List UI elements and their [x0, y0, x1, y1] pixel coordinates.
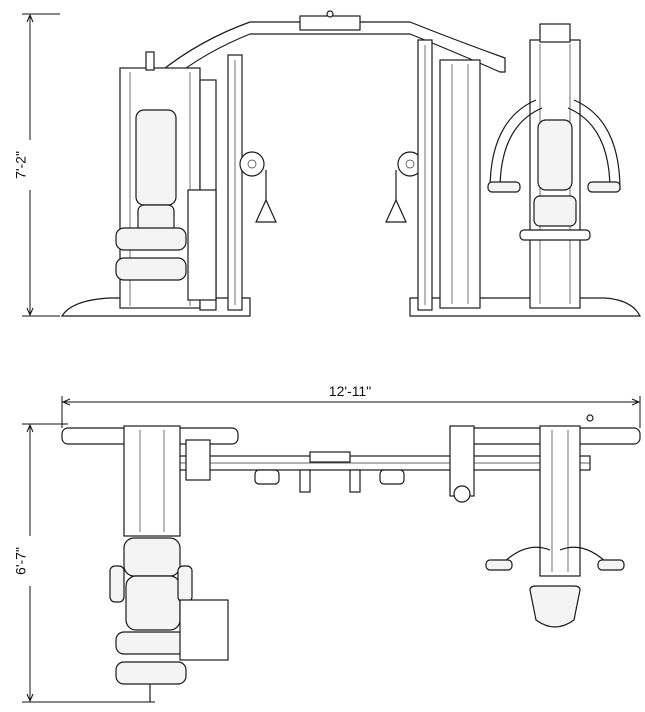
right-press-handle-right: [587, 181, 621, 193]
plan-left-seat-back: [123, 537, 181, 577]
plan-right-handle-right: [597, 559, 625, 571]
plan-left-station: [109, 425, 229, 702]
plan-right-station: [449, 425, 625, 628]
right-top-posts: [539, 23, 571, 43]
plan-right-frame: [539, 425, 581, 577]
right-press-handle-left: [487, 181, 521, 193]
top-plan-view: 12'-11" 6'-7": [8, 383, 641, 703]
plan-right-seat: [529, 585, 581, 628]
plan-left-press-bracket: [179, 599, 229, 661]
right-column: [439, 59, 481, 309]
left-pulley: [239, 151, 265, 177]
plan-left-leg-roller-upper: [115, 631, 187, 655]
height-dimension: 7'-2": [8, 13, 60, 317]
left-back-pad: [135, 109, 177, 206]
plan-center-bracket: [309, 451, 351, 463]
left-leg-roller-upper: [115, 227, 187, 251]
left-top-post: [145, 51, 155, 71]
left-floor-base: [60, 297, 251, 317]
right-seat-pad: [533, 195, 577, 227]
left-station: [115, 51, 243, 311]
plan-right-handle-left: [485, 559, 513, 571]
plan-right-end-bolt: [586, 414, 594, 422]
depth-dimension-label: 6'-7": [13, 547, 29, 575]
depth-dimension: 6'-7": [8, 423, 155, 703]
right-back-pad: [537, 119, 573, 191]
left-stirrup-handle: [255, 198, 277, 223]
left-press-arm-housing: [187, 189, 217, 301]
plan-left-stack: [185, 439, 211, 481]
plan-right-column: [449, 425, 475, 497]
length-dimension-label: 12'-11": [329, 383, 371, 399]
right-floor-base: [409, 297, 641, 317]
plan-center-attachments: [254, 451, 405, 493]
left-leg-roller-lower: [115, 257, 187, 281]
plan-left-frame: [123, 425, 181, 537]
length-dimension: 12'-11": [61, 383, 641, 428]
right-press-arm-right: [573, 99, 621, 191]
right-foot-bar: [519, 229, 591, 241]
height-dimension-label: 7'-2": [13, 151, 29, 179]
right-stirrup-handle: [385, 198, 407, 223]
top-crossbar: [159, 21, 506, 81]
plan-left-leg-roller-lower: [115, 661, 187, 685]
right-press-arm-left: [489, 99, 537, 191]
plan-left-handle-left: [109, 565, 125, 603]
crossbar-center-bracket: [299, 15, 361, 31]
front-elevation-view: 7'-2": [8, 10, 641, 317]
plan-left-handle-right: [177, 565, 193, 603]
cable-pulleys: [239, 151, 423, 223]
plan-left-seat: [125, 575, 181, 631]
right-station: [417, 23, 621, 311]
plan-right-pulley: [453, 485, 471, 503]
crossbar-bolt: [326, 10, 334, 18]
